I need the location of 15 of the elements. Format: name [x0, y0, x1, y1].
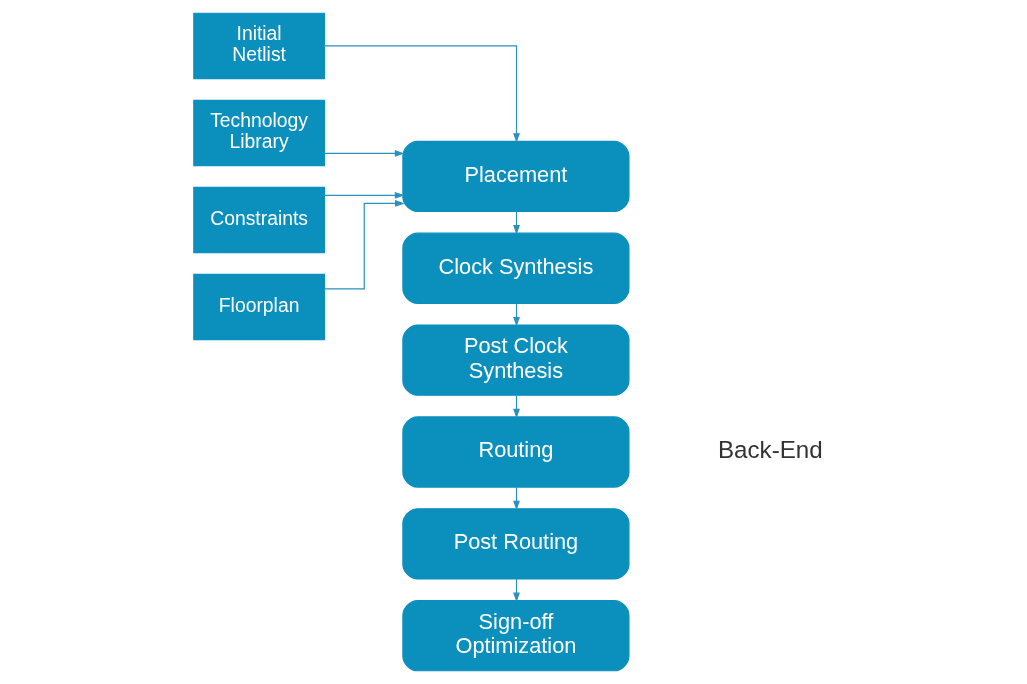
arrow: [323, 191, 405, 199]
node-box: Floorplan: [193, 273, 325, 341]
node-box: Clock Synthesis: [402, 232, 630, 304]
node-box: Technology Library: [193, 99, 325, 167]
node-box: Post Routing: [402, 508, 630, 580]
node-box: Sign-off Optimization: [402, 600, 630, 672]
label: Back-End: [717, 436, 823, 464]
node-box: Constraints: [193, 186, 325, 254]
node-box: Routing: [402, 416, 630, 488]
arrow: [323, 200, 405, 290]
arrow: [323, 150, 405, 157]
node-box: Post Clock Synthesis: [402, 324, 630, 396]
node-box: Placement: [402, 140, 630, 213]
arrow: [323, 45, 520, 143]
node-box: Initial Netlist: [193, 12, 325, 80]
